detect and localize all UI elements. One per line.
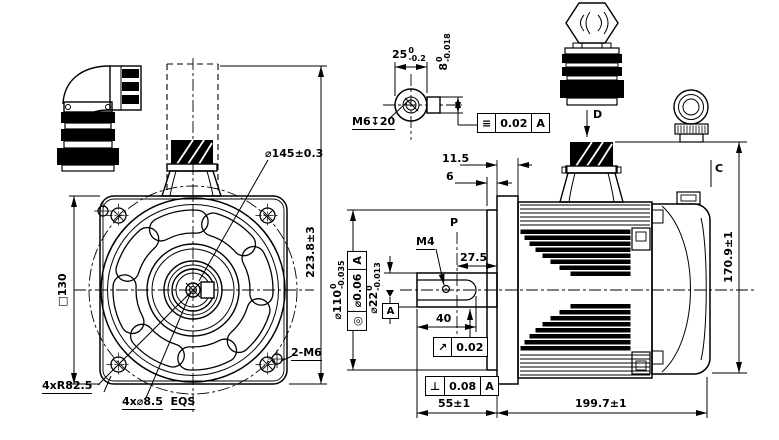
dim-mounting-holes: 4x⌀8.5 EQS (122, 395, 196, 410)
symmetry-tolerance-frame: ≡ 0.02 A (477, 113, 550, 133)
dim-overall-height-side: 170.9±1 (722, 231, 735, 283)
dim-shaft-diameter: ⌀22 0-0.013 (365, 262, 382, 314)
dim-key-height: 8 0-0.018 (435, 33, 452, 71)
dim-spigot-diameter: ⌀110 0-0.035 (329, 260, 346, 320)
dim-frame-size: □130 (56, 273, 69, 307)
dim-body-length: 199.7±1 (575, 397, 627, 410)
dim-shaft-length: 55±1 (438, 397, 471, 410)
dim-flange-circle: ⌀145±0.3 (265, 147, 324, 160)
dim-spigot-protrusion: 6 (446, 170, 454, 183)
cooling-fins (520, 204, 650, 376)
rear-cover (651, 191, 711, 375)
dim-keyway-length: 40 (436, 312, 452, 325)
concentricity-tolerance-frame: ◎ ⌀0.06 A (347, 251, 367, 331)
dim-tap-position: 27.5 (460, 251, 488, 264)
label-connector-c: C (715, 162, 724, 175)
shaft-end-detail (383, 62, 477, 140)
dim-overall-height: 223.8±3 (304, 226, 317, 278)
front-flange (88, 185, 298, 395)
concentricity-icon: ◎ (350, 316, 364, 326)
perpendicularity-tolerance-frame: ⊥ 0.08 A (425, 376, 499, 396)
dim-flange-thickness: 11.5 (442, 152, 470, 165)
label-connector-d: D (593, 108, 603, 121)
encoder-connector (673, 89, 709, 143)
label-section-p: P (450, 216, 459, 229)
dim-corner-radius: 4xR82.5 (42, 379, 93, 394)
shaft-keyway-front (200, 281, 215, 299)
top-connector-boss-side (559, 141, 624, 203)
dim-keyway-tap: M4 (416, 235, 435, 250)
power-connector (560, 2, 624, 106)
datum-triangle (386, 290, 394, 297)
perpendicularity-icon: ⊥ (430, 379, 441, 393)
key-cross-section (426, 96, 441, 114)
dim-flat-length: 25 0-0.2 (392, 46, 426, 63)
runout-tolerance-frame: ↗ 0.02 (433, 337, 489, 357)
dim-center-tap: M6↧20 (352, 115, 396, 130)
elbow-connector (57, 65, 142, 172)
runout-icon: ↗ (438, 340, 448, 354)
symmetry-icon: ≡ (482, 116, 492, 130)
dim-tapped-holes: 2-M6 (291, 346, 322, 361)
datum-a-box: A (382, 303, 399, 319)
